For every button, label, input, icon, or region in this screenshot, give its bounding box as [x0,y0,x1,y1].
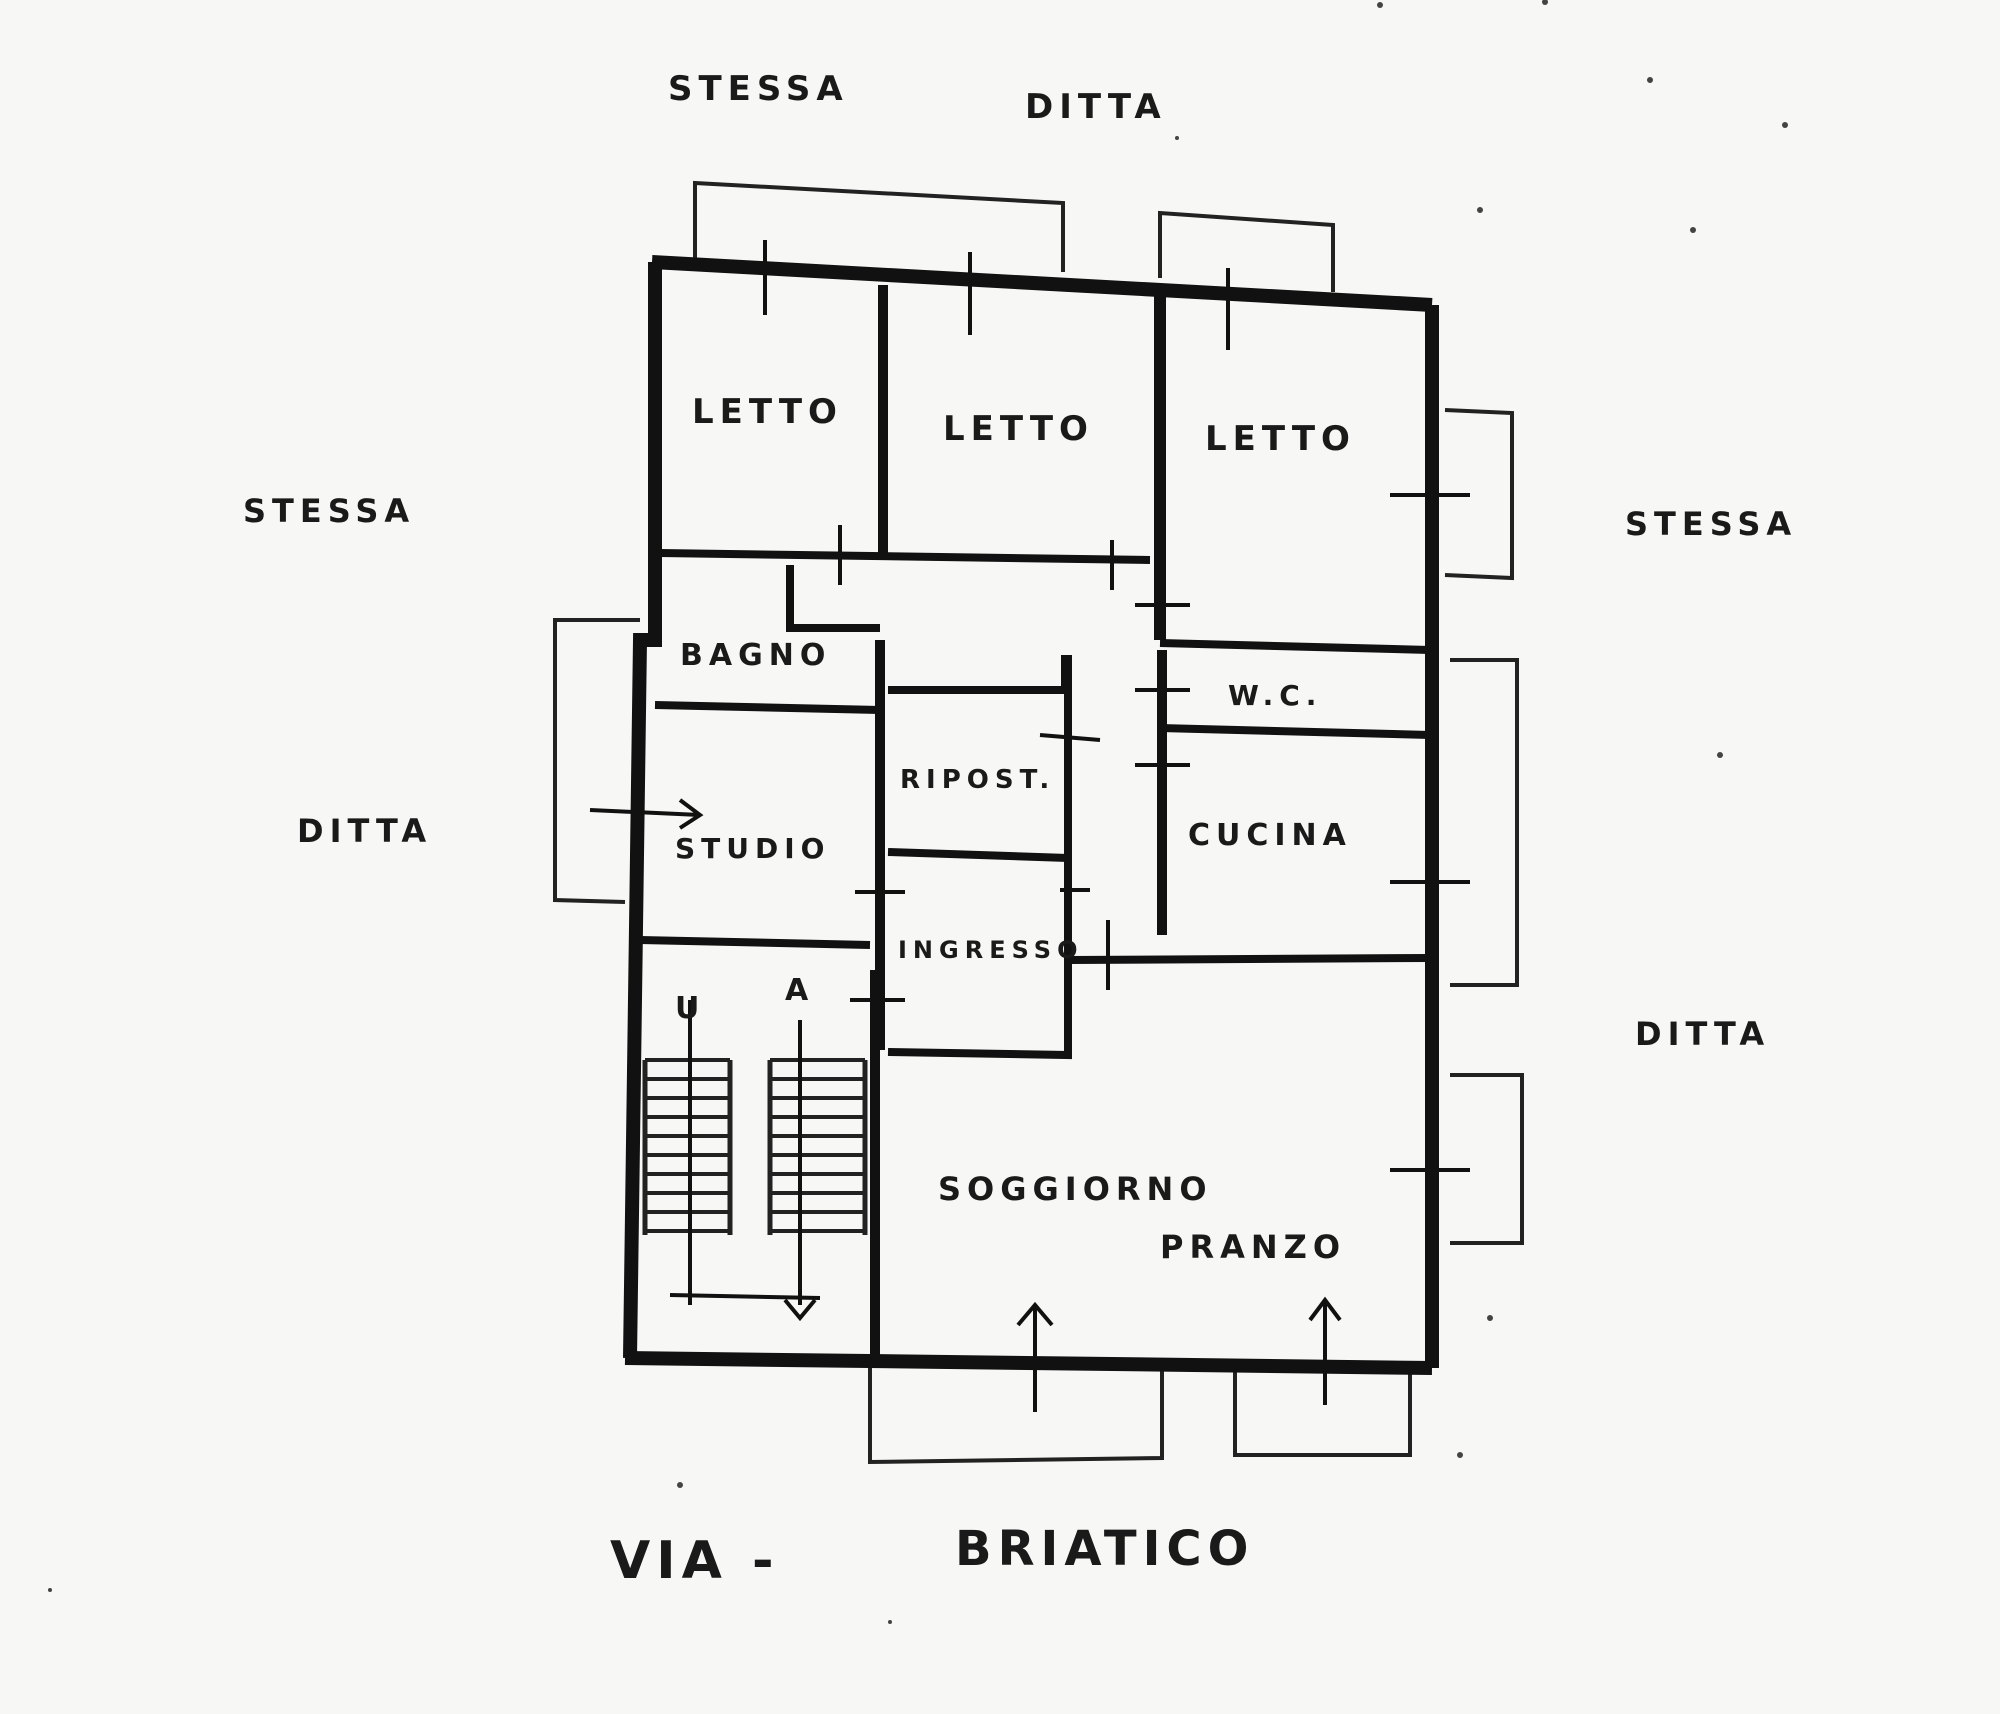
wall-cucina-bottom [1069,954,1431,964]
stair-up-mark: U [675,991,705,1026]
wall-letto-bottom [659,549,1151,564]
neighbor-left-upper: STESSA [243,492,415,530]
opening-marks [763,240,1470,1172]
balcony-right-lower [1450,1073,1524,1245]
neighbor-right-upper: STESSA [1625,505,1797,543]
room-letto-1: LETTO [692,392,843,432]
stair-flight-left [642,1058,733,1235]
room-letto-3: LETTO [1205,419,1356,459]
stair-landing-line [669,1293,821,1300]
stair-stringer [642,1060,733,1235]
neighbor-top-right: DITTA [1025,87,1167,127]
soggiorno-arrow-left [1016,1301,1054,1412]
balcony-top-right [1158,210,1335,292]
wall-ripost-top [888,655,1069,694]
room-cucina: CUCINA [1188,818,1352,853]
staircase: U A [642,973,868,1322]
wall-bagno-bottom [654,701,881,714]
west-wall-upper [623,262,662,1359]
balcony-bottom-right [1233,1368,1412,1457]
balcony-bottom-left [868,1365,1164,1465]
balcony-right-upper [1444,408,1514,581]
balcony-left [553,618,640,904]
wall-ripost-bottom [887,848,1069,862]
room-ripost: RIPOST. [900,765,1055,795]
interior-walls [639,285,1431,1358]
balcony-top-left [693,180,1065,272]
street-name: BRIATICO [955,1521,1254,1577]
stair-stringer [767,1060,868,1235]
room-studio: STUDIO [675,832,830,865]
south-wall [624,1351,1433,1375]
balconies [553,180,1524,1465]
stair-down-mark: A [785,973,814,1008]
entry-arrows [589,798,1342,1412]
neighbor-right-lower: DITTA [1635,1015,1770,1053]
neighbor-top-left: STESSA [668,69,849,109]
neighbor-labels: STESSA DITTA STESSA DITTA STESSA DITTA [243,69,1797,1053]
stair-down-arrowhead [783,1298,817,1322]
north-wall [651,255,1433,312]
room-letto-2: LETTO [943,409,1094,449]
room-soggiorno: SOGGIORNO [938,1170,1213,1208]
neighbor-left-lower: DITTA [297,812,432,850]
room-bagno: BAGNO [680,638,831,673]
wall-wc-bottom [1159,724,1431,739]
room-labels: LETTO LETTO LETTO BAGNO W.C. RIPOST. STU… [675,392,1356,1266]
stair-flight-right [767,1058,868,1235]
street-label: VIA - BRIATICO [610,1521,1254,1591]
wall-bagno-top [786,565,880,632]
room-pranzo: PRANZO [1160,1228,1346,1266]
room-ingresso: INGRESSO [898,936,1083,964]
wall-letto3-bottom [1159,639,1431,654]
scan-specks [48,0,1788,1624]
soggiorno-arrow-right [1308,1296,1342,1405]
exterior-walls [623,255,1439,1375]
street-prefix: VIA - [610,1531,780,1591]
balcony-right-middle [1450,658,1519,987]
wall-studio-bottom [639,936,871,949]
room-wc: W.C. [1228,679,1322,712]
wall-ripost-right [887,655,1072,1060]
studio-arrow [589,798,704,830]
